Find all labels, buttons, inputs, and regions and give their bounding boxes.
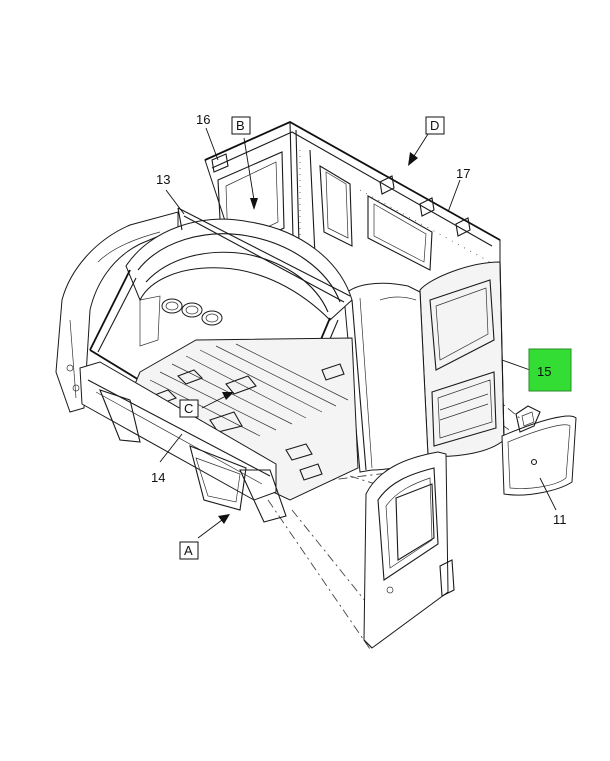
callout-15: 15 [537,364,551,379]
callout-17: 17 [456,166,470,181]
access-cover-panel [501,405,577,496]
svg-text:D: D [430,118,439,133]
cab-right-front-pillar [343,282,429,473]
cab-right-rear-corner [419,261,505,457]
callout-13: 13 [156,172,170,187]
view-label-d: D [425,116,445,135]
cab-floor [119,337,359,501]
callout-16: 16 [196,112,210,127]
view-label-a: A [179,541,199,560]
view-label-c: C [179,399,199,418]
callout-15-highlight[interactable]: 15 [528,348,572,392]
callout-14: 14 [151,470,165,485]
view-arrows [197,133,429,539]
svg-text:B: B [236,118,245,133]
left-fender-panel [55,211,179,413]
lower-front-crossmember [79,361,287,523]
front-roof-arch [125,207,353,326]
svg-text:A: A [184,543,193,558]
leader-lines [159,127,557,511]
view-label-b: B [231,116,251,135]
callout-11: 11 [553,512,567,527]
cab-door [363,451,455,649]
svg-text:C: C [184,401,193,416]
